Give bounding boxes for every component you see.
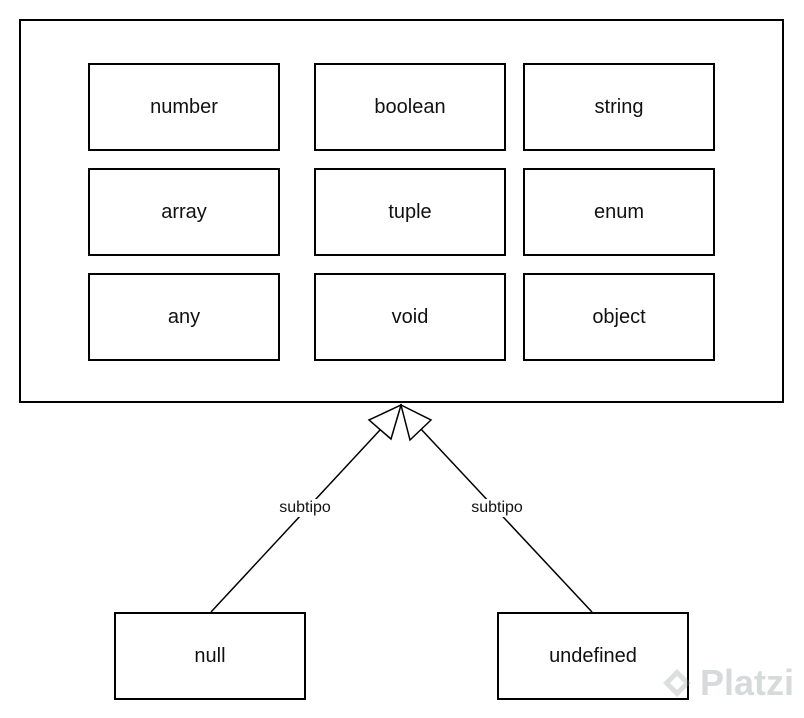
type-box-void: void [314, 273, 506, 361]
type-box-any: any [88, 273, 280, 361]
type-box-tuple: tuple [314, 168, 506, 256]
type-label: tuple [388, 200, 432, 223]
arrowhead-undefined-icon [399, 403, 433, 442]
type-label: number [150, 95, 218, 118]
type-box-enum: enum [523, 168, 715, 256]
subtype-box-null: null [114, 612, 306, 700]
type-box-boolean: boolean [314, 63, 506, 151]
type-box-array: array [88, 168, 280, 256]
type-box-number: number [88, 63, 280, 151]
arrowhead-null-icon [367, 403, 403, 441]
type-box-string: string [523, 63, 715, 151]
type-box-object: object [523, 273, 715, 361]
type-label: any [167, 305, 201, 328]
subtype-edge-undefined [419, 427, 593, 613]
type-label: void [391, 305, 429, 328]
edge-label-undefined: subtipo [469, 499, 525, 517]
type-label: array [161, 200, 207, 223]
subtype-box-undefined: undefined [497, 612, 689, 700]
subtype-label: null [194, 644, 226, 667]
type-label: enum [593, 200, 645, 223]
type-label: string [594, 95, 644, 118]
edge-label-null: subtipo [277, 499, 333, 517]
watermark-text: Platzi [699, 662, 794, 703]
subtype-label: undefined [549, 644, 637, 667]
platzi-watermark: Platzi [660, 662, 794, 704]
type-label: object [592, 305, 646, 328]
subtype-edge-null [210, 429, 381, 613]
platzi-logo-icon [662, 669, 691, 697]
type-label: boolean [374, 95, 446, 118]
